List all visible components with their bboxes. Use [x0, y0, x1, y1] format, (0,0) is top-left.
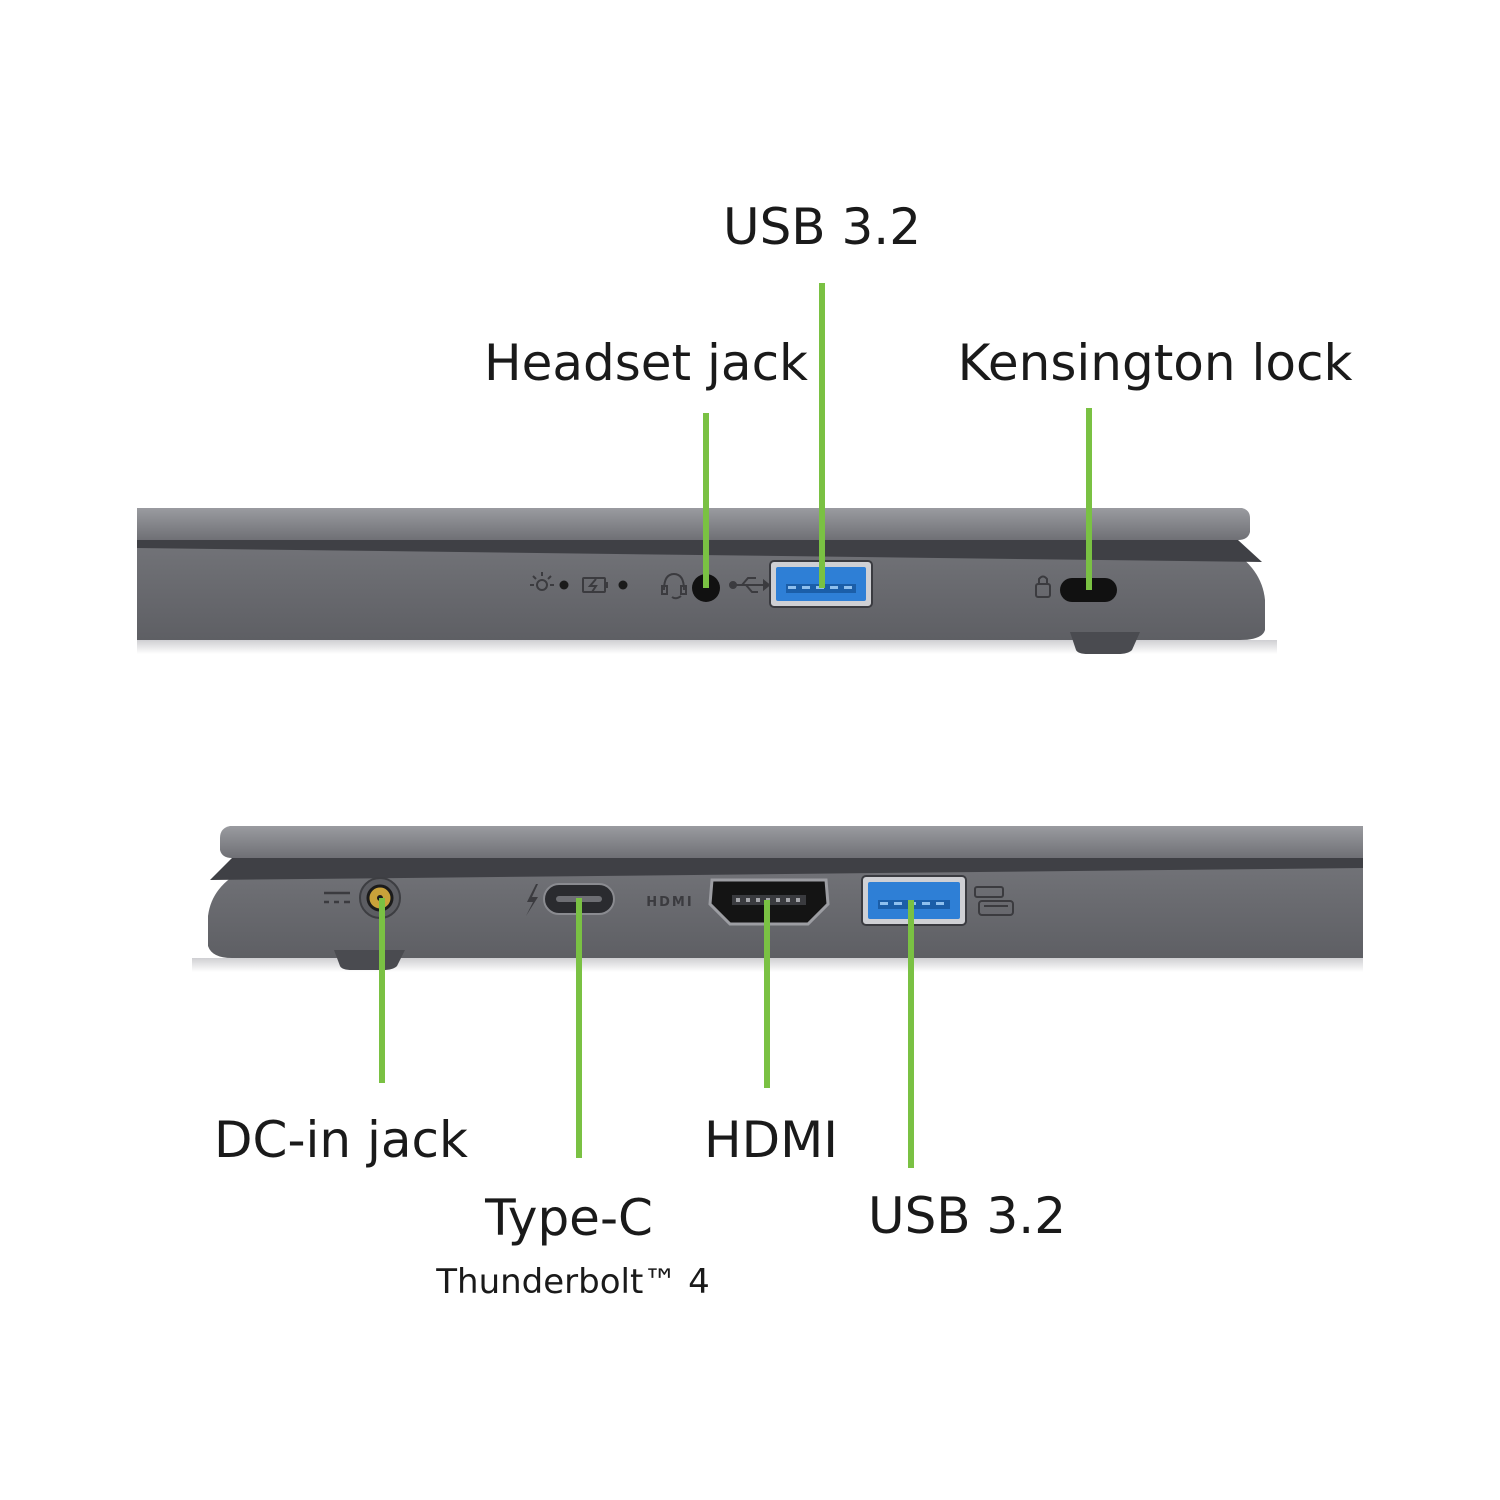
- activity-light-icon: [530, 572, 554, 591]
- usb-logo-icon: [974, 886, 1014, 916]
- label-thunderbolt-4: Thunderbolt™ 4: [435, 1262, 710, 1302]
- label-type-c: Type-C: [484, 1189, 653, 1247]
- thunderbolt-icon: [526, 884, 538, 916]
- label-usb-left: USB 3.2: [868, 1187, 1066, 1245]
- laptop-left-side: HDMI: [192, 826, 1363, 1302]
- label-headset-jack: Headset jack: [484, 334, 808, 392]
- battery-charge-icon: [582, 577, 608, 593]
- label-hdmi: HDMI: [704, 1111, 838, 1169]
- callout-lines-right: [703, 283, 1092, 590]
- lock-icon: [1035, 575, 1051, 598]
- label-dc-in-jack: DC-in jack: [214, 1111, 468, 1169]
- callout-lines-left: [379, 898, 914, 1168]
- charge-led: [618, 580, 628, 590]
- laptop-right-side: USB 3.2 Headset jack Kensington lock: [137, 198, 1352, 654]
- headset-icon: [661, 572, 687, 600]
- label-kensington-lock: Kensington lock: [958, 334, 1353, 392]
- label-usb-right: USB 3.2: [723, 198, 921, 256]
- status-led: [559, 580, 569, 590]
- usb-symbol-icon: [729, 577, 771, 593]
- dc-power-icon: [324, 891, 350, 904]
- hdmi-logo-mark: HDMI: [646, 895, 693, 910]
